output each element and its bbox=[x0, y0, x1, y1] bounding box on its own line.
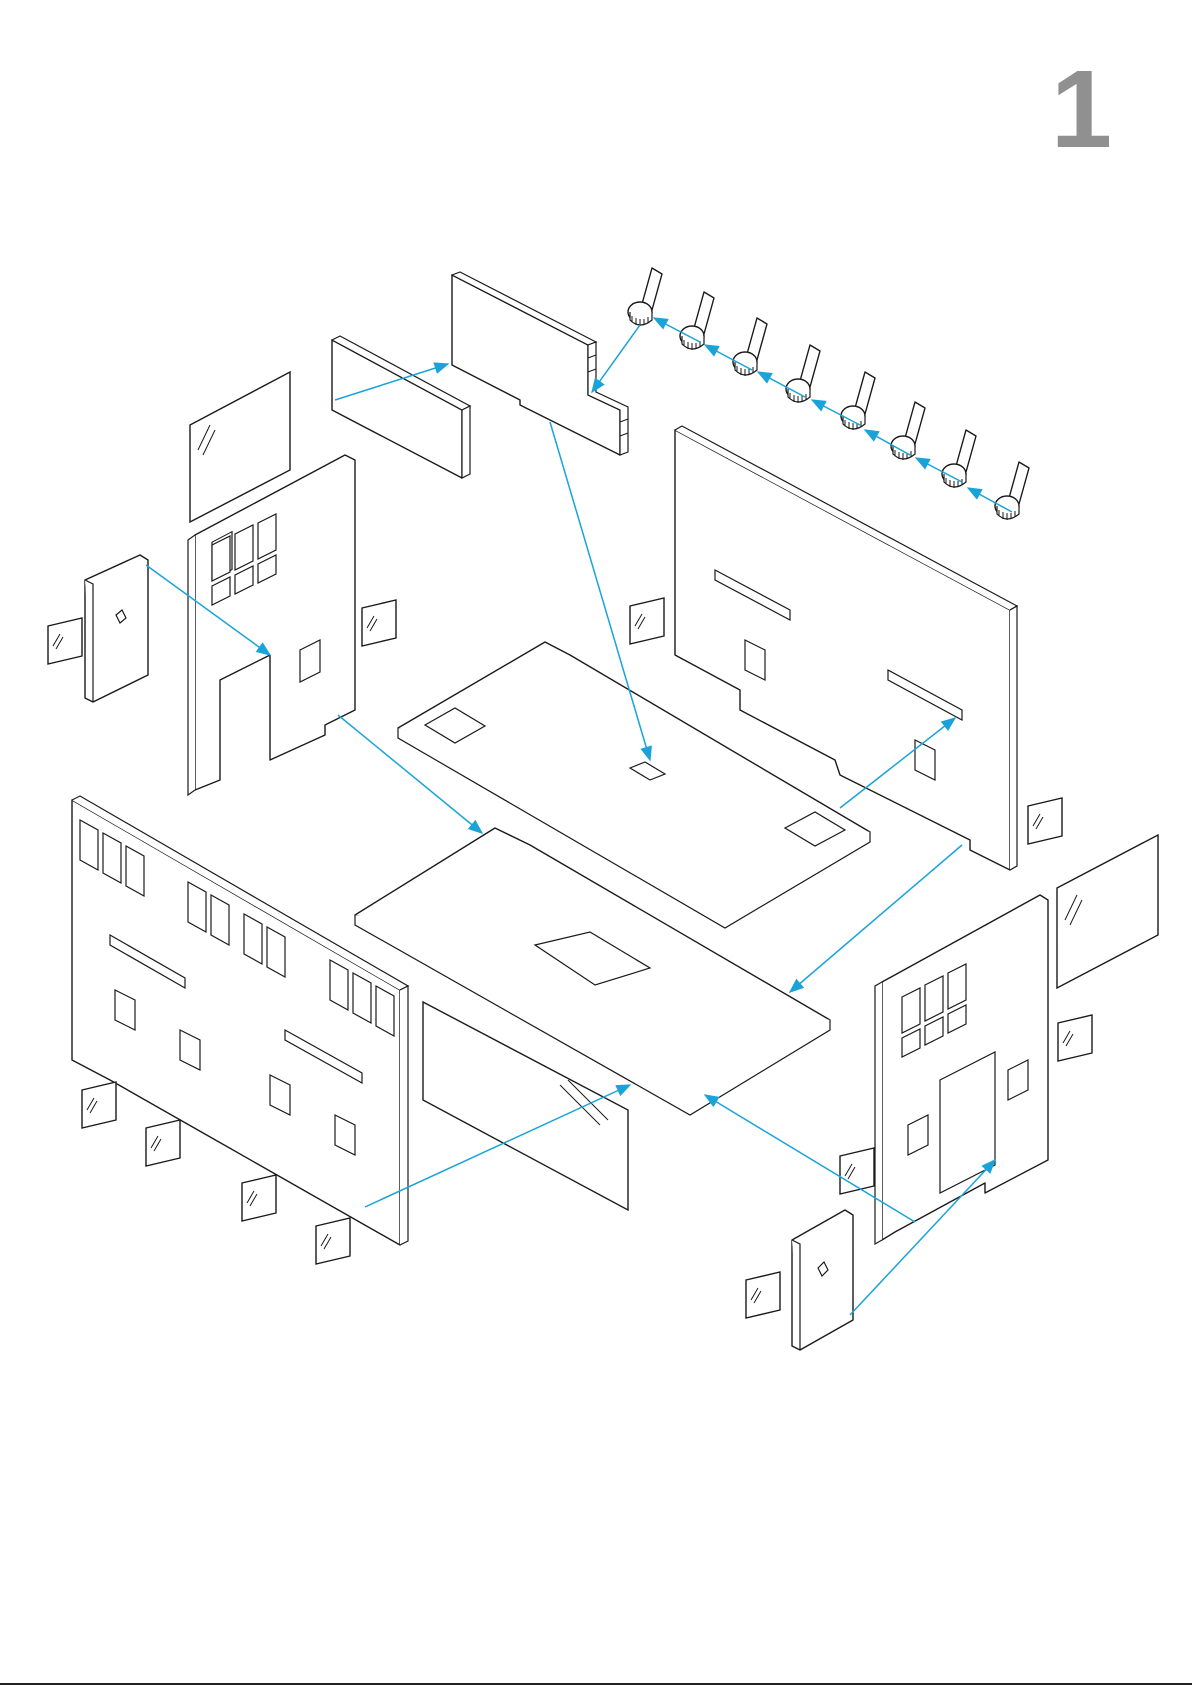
front-small-window-3 bbox=[242, 1175, 276, 1221]
top-beam-panel bbox=[452, 272, 628, 455]
left-small-window-1 bbox=[48, 618, 82, 664]
front-small-window-2 bbox=[146, 1120, 180, 1166]
left-door-panel bbox=[85, 555, 148, 702]
front-small-window-4 bbox=[316, 1218, 350, 1264]
left-small-window-2 bbox=[362, 600, 396, 646]
small-plank-panel bbox=[332, 336, 470, 478]
front-small-window-1 bbox=[82, 1082, 116, 1128]
back-small-window-1 bbox=[630, 598, 664, 644]
right-window-glass bbox=[1057, 835, 1158, 988]
clip-4 bbox=[786, 345, 820, 403]
clip-2 bbox=[680, 292, 714, 350]
right-side-wall bbox=[875, 895, 1048, 1244]
right-small-window-3 bbox=[746, 1272, 780, 1318]
clip-6 bbox=[891, 402, 925, 460]
clip-1 bbox=[628, 268, 662, 326]
right-small-window-1 bbox=[1058, 1015, 1092, 1061]
back-small-window-2 bbox=[1028, 798, 1062, 844]
right-door-panel bbox=[792, 1210, 853, 1350]
clip-5 bbox=[841, 372, 875, 430]
arrow-clip-to-beam bbox=[592, 325, 640, 392]
front-wall bbox=[72, 796, 408, 1245]
clip-7 bbox=[942, 430, 976, 488]
clip-3 bbox=[733, 318, 767, 376]
